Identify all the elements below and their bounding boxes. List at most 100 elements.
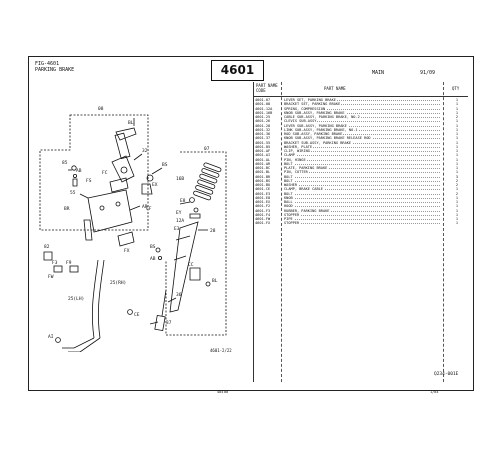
part-code: 4601-EX (255, 200, 271, 204)
lever-detail (173, 255, 187, 261)
ball-part (146, 174, 154, 182)
leader-dots (284, 193, 440, 195)
part-qty: 1 (455, 208, 459, 213)
part-code: 4601-FW (255, 217, 271, 221)
part-code: 4601-BL (255, 170, 271, 175)
part-name: PIN, HINGE (284, 157, 307, 162)
leader-dots (284, 125, 440, 127)
part-code: 4601-12A (255, 106, 273, 111)
callout-ab2: AB (150, 256, 156, 262)
spring-part (189, 213, 201, 219)
part-name: LEVER SET, PARKING BRAKE (284, 98, 337, 102)
column-divider (281, 82, 282, 382)
part-name: KNOB SUB-ASSY, PARKING BRAKE (284, 110, 346, 115)
clamp-part (53, 265, 63, 273)
part-name: BOLT (284, 191, 294, 196)
exploded-parts-diagram: 08 BL 85 AB FS FC 32 BS 55 AR BR EX 07 1… (39, 106, 227, 352)
leader-line (79, 193, 89, 199)
callout-28: 28 (210, 228, 216, 234)
washer-part (155, 247, 161, 253)
leader-line (129, 205, 141, 211)
part-qty: 1 (455, 170, 459, 175)
part-qty: 1 (455, 136, 459, 141)
part-name: LEVER SUB-ASSY, PARKING BRAKE (284, 123, 348, 128)
part-code: 4601-32 (255, 127, 271, 132)
callout-fc: FC (102, 170, 108, 176)
stopper-part (117, 231, 135, 247)
part-code: 4601-AF (255, 149, 271, 153)
part-qty: 3 (455, 174, 459, 179)
header-part-name: PART NAME (324, 86, 346, 91)
column-divider (443, 82, 444, 382)
part-qty: 2 (455, 191, 459, 196)
part-code: 4601-F4 (255, 212, 271, 217)
washer-part (71, 165, 77, 171)
part-name: BRACKET SUB-ASSY, PARKING BRAKE (284, 140, 353, 145)
callout-ex: EX (152, 182, 158, 188)
part-code: 4601-26 (255, 119, 271, 124)
figure-number: 4601 (211, 60, 264, 81)
figure-code: FIG-4601 (35, 61, 60, 67)
leader-dots (284, 112, 440, 114)
bracket-part (87, 189, 133, 233)
part-name: RUBBER, PARKING BRAKE (284, 208, 331, 213)
part-qty: 1 (455, 123, 459, 128)
part-code: 4601-BS (255, 178, 271, 183)
part-qty: 2 (455, 183, 459, 187)
leader-dots (284, 189, 440, 191)
leader-dots (284, 223, 440, 225)
washer-part (157, 255, 162, 260)
part-qty: 1 (455, 161, 459, 166)
callout-cc: CC (188, 262, 194, 268)
callout-12a: 12A (176, 218, 184, 224)
part-qty: 1 (455, 102, 459, 107)
washer-part (73, 174, 78, 179)
part-qty: 1 (455, 132, 459, 136)
part-code: 4601-16B (255, 110, 273, 115)
part-qty: 1 (455, 149, 459, 153)
leader-dots (284, 159, 440, 161)
leader-dots (284, 121, 440, 123)
leader-dots (284, 151, 440, 152)
leader-line (179, 201, 191, 205)
callout-ab: AB (76, 168, 82, 174)
leader-line (151, 167, 163, 175)
part-qty: 2 (455, 178, 459, 183)
callout-fx: FX (124, 248, 130, 254)
part-name: PLATE, PARKING BRAKE (284, 166, 329, 170)
page-number: 00 (224, 390, 229, 394)
diagram-code: 4601-2/22 (210, 348, 232, 353)
callout-bs: BS (162, 162, 168, 168)
part-name: CLAMP (284, 153, 296, 158)
leader-dots (284, 168, 440, 169)
part-qty: 1 (455, 166, 459, 170)
part-code: 4601-55 (255, 140, 271, 145)
knob-part (189, 197, 195, 203)
leader-dots (284, 185, 440, 186)
part-name: WASHER, PLATE (284, 144, 314, 149)
callout-82: 82 (44, 244, 50, 250)
table-row: 4601-28 LEVER SUB-ASSY, PARKING BRAKE 1 (254, 123, 468, 128)
cable-clamp-part (127, 309, 133, 315)
part-code: 4601-28 (255, 123, 271, 128)
callout-ce: CE (134, 312, 140, 318)
link-part (111, 155, 135, 183)
page-number: 484 (217, 390, 224, 394)
part-code: 4601-BC (255, 166, 271, 170)
bolt-part (72, 178, 78, 187)
leader-dots (284, 219, 440, 220)
part-code: 4601-85 (255, 144, 271, 149)
leader-dots (284, 129, 440, 131)
